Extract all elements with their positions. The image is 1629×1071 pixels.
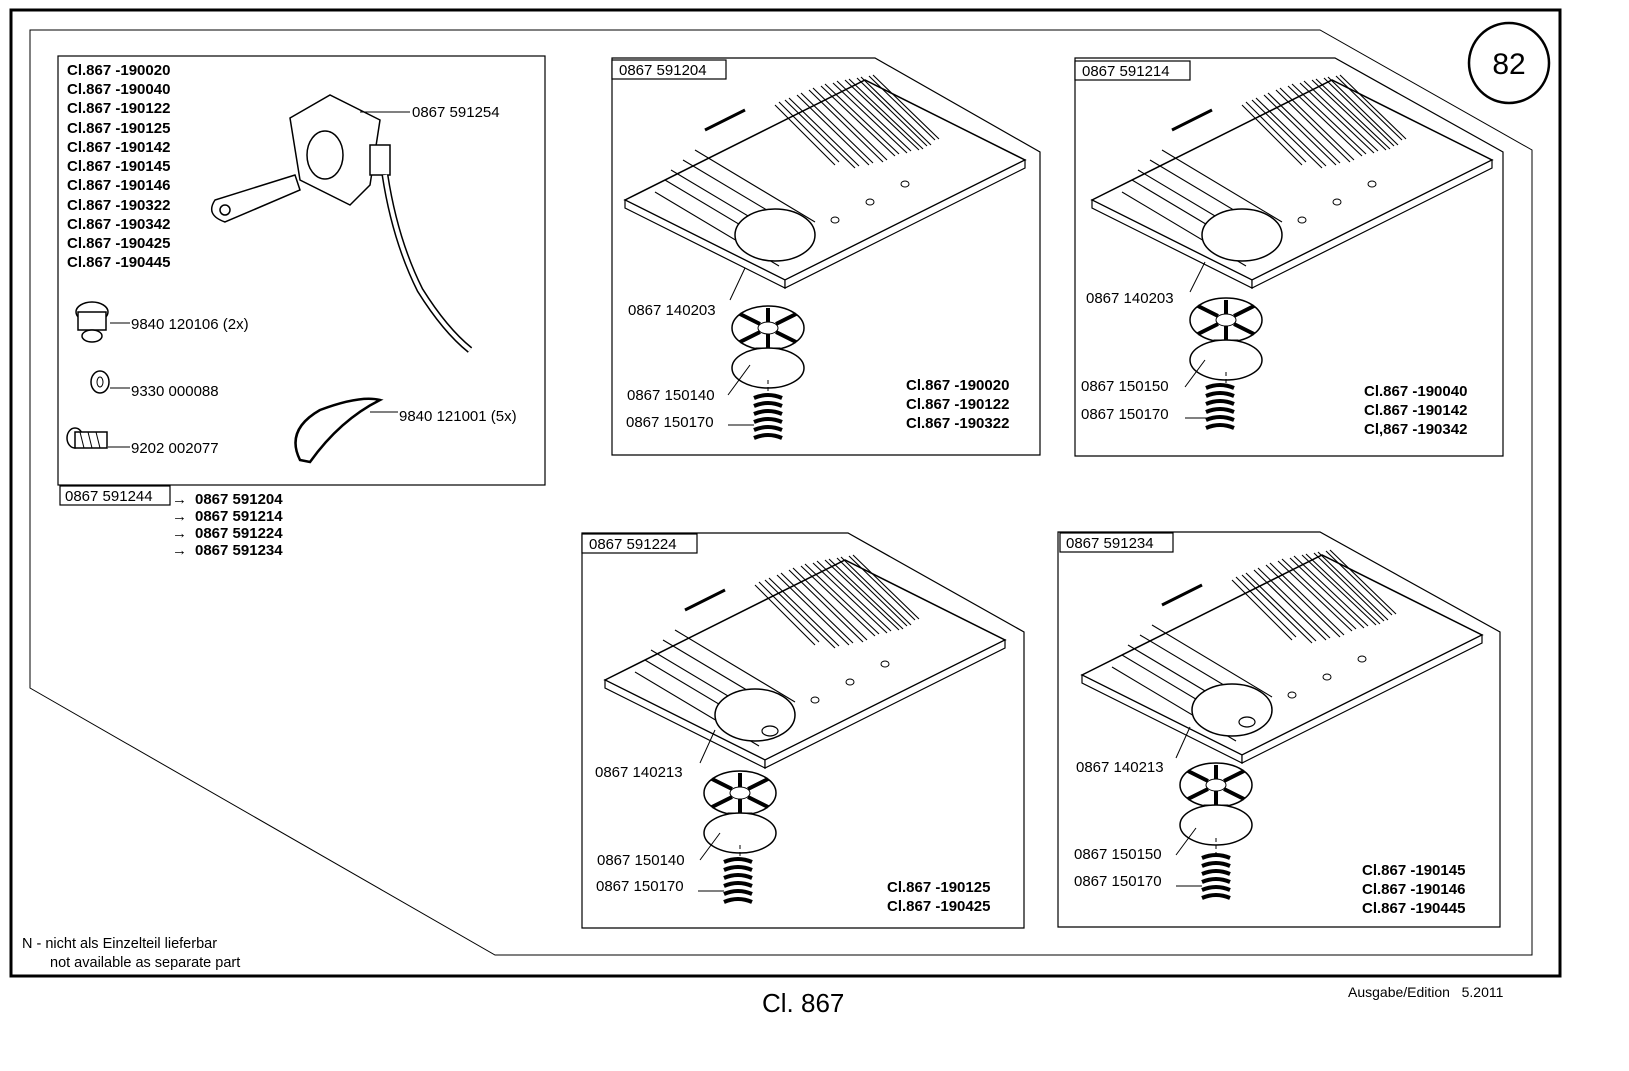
arrow-icon: → <box>172 508 187 525</box>
group-outline <box>29 29 1533 956</box>
part-number-bobbin: 0867 150140 <box>627 387 715 404</box>
panel-title: 0867 591214 <box>1082 63 1170 80</box>
part-number-screw-plug: 9840 120106 (2x) <box>131 316 249 333</box>
model-list: Cl.867 -190020 Cl.867 -190040 Cl.867 -19… <box>67 62 170 271</box>
model-list-item: Cl.867 -190445 <box>67 254 170 271</box>
part-number-spring: 0867 150170 <box>626 414 714 431</box>
model-list-item: Cl.867 -190040 <box>67 81 170 98</box>
panel-591204: 0867 591204 0867 140203 0867 150140 0867… <box>611 57 1041 456</box>
part-number-washer: 9330 000088 <box>131 383 219 400</box>
panel-model: Cl.867 -190145 <box>1362 862 1465 879</box>
sheet-frame <box>9 8 1562 978</box>
part-number-spring: 0867 150170 <box>1074 873 1162 890</box>
model-list-item: Cl.867 -190425 <box>67 235 170 252</box>
note-line-de: N - nicht als Einzelteil lieferbar <box>22 936 217 952</box>
kit-ref: 0867 591224 <box>195 525 283 542</box>
panel-model: Cl.867 -190445 <box>1362 900 1465 917</box>
part-number-bobbin: 0867 150150 <box>1074 846 1162 863</box>
page-number: 82 <box>1492 48 1525 81</box>
model-list-item: Cl.867 -190020 <box>67 62 170 79</box>
screw-plug-drawing <box>75 301 109 343</box>
bolt-drawing <box>66 427 108 449</box>
kit-label: 0867 591244 <box>65 488 153 505</box>
panel-model: Cl.867 -190040 <box>1364 383 1467 400</box>
footer-model: Cl. 867 <box>762 988 845 1018</box>
bracket-drawing <box>210 94 473 353</box>
arrow-icon: → <box>172 542 187 559</box>
model-list-item: Cl.867 -190142 <box>67 139 170 156</box>
part-number-spring: 0867 150170 <box>596 878 684 895</box>
model-list-item: Cl.867 -190322 <box>67 197 170 214</box>
part-number-bobbin: 0867 150150 <box>1081 378 1169 395</box>
panel-model: Cl.867 -190142 <box>1364 402 1467 419</box>
panel-591214: 0867 591214 0867 140203 0867 150150 0867… <box>1074 57 1504 457</box>
footer-edition: Ausgabe/Edition 5.2011 <box>1348 984 1504 1000</box>
arrow-icon: → <box>172 491 187 508</box>
kit-ref: 0867 591204 <box>195 491 283 508</box>
arrow-icon: → <box>172 525 187 542</box>
page-number-circle <box>1467 21 1551 105</box>
panel-title: 0867 591224 <box>589 536 677 553</box>
panel-model: Cl,867 -190342 <box>1364 421 1467 438</box>
part-number-spring: 0867 150170 <box>1081 406 1169 423</box>
part-number-bracket: 0867 591254 <box>412 104 500 121</box>
model-list-item: Cl.867 -190342 <box>67 216 170 233</box>
panel-title: 0867 591204 <box>619 62 707 79</box>
part-number-plate: 0867 140203 <box>628 302 716 319</box>
part-number-plate: 0867 140203 <box>1086 290 1174 307</box>
panel-591224: 0867 591224 0867 140213 0867 150140 0867… <box>581 532 1025 929</box>
kit-reference-list: → 0867 591204 → 0867 591214 → 0867 59122… <box>172 491 283 559</box>
part-number-plate: 0867 140213 <box>595 764 683 781</box>
panel-591234: 0867 591234 0867 140213 0867 150150 0867… <box>1057 531 1501 928</box>
kit-ref: 0867 591214 <box>195 508 283 525</box>
kit-ref: 0867 591234 <box>195 542 283 559</box>
cable-tie-drawing <box>294 397 384 464</box>
panel-model: Cl.867 -190122 <box>906 396 1009 413</box>
model-list-item: Cl.867 -190146 <box>67 177 170 194</box>
model-list-item: Cl.867 -190122 <box>67 100 170 117</box>
panel-model: Cl.867 -190322 <box>906 415 1009 432</box>
model-list-item: Cl.867 -190125 <box>67 120 170 137</box>
panel-title: 0867 591234 <box>1066 535 1154 552</box>
model-list-item: Cl.867 -190145 <box>67 158 170 175</box>
kit-label-box <box>59 485 171 506</box>
note-line-en: not available as separate part <box>50 955 240 971</box>
part-number-plate: 0867 140213 <box>1076 759 1164 776</box>
panel-model: Cl.867 -190425 <box>887 898 990 915</box>
washer-hole <box>96 376 104 388</box>
panel-model: Cl.867 -190020 <box>906 377 1009 394</box>
panel-model: Cl.867 -190146 <box>1362 881 1465 898</box>
panel-model: Cl.867 -190125 <box>887 879 990 896</box>
part-number-bobbin: 0867 150140 <box>597 852 685 869</box>
part-number-bolt: 9202 002077 <box>131 440 219 457</box>
part-number-cable-tie: 9840 121001 (5x) <box>399 408 517 425</box>
